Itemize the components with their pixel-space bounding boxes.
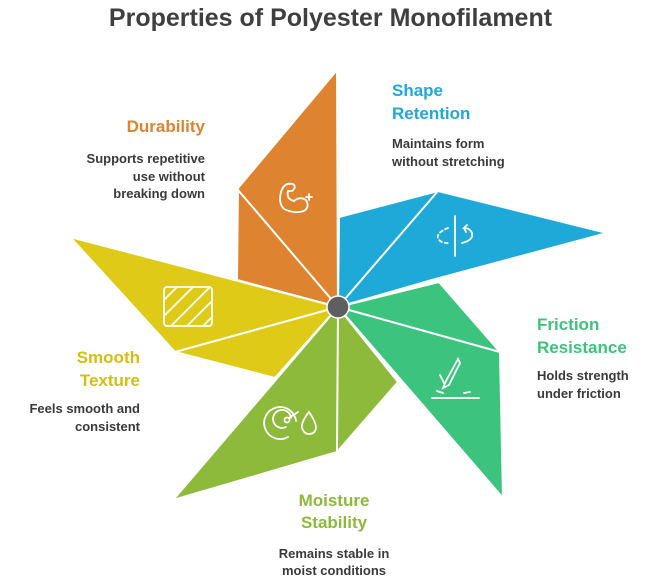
diagram-title: Properties of Polyester Monofilament (108, 4, 553, 32)
moisture-stability-label-2: Stability (300, 513, 368, 532)
smooth-texture-label-2: Texture (79, 371, 140, 390)
friction-resistance-label-1: Friction (537, 315, 600, 334)
shape-retention-desc-line-2: without stretching (392, 153, 505, 169)
moisture-stability-label-1: Moisture (298, 491, 370, 510)
moisture-stability-desc-line-2: moist conditions (282, 563, 386, 578)
durability-desc-line-3: breaking down (113, 186, 205, 201)
knife-cut-icon (431, 357, 480, 399)
durability-label: Durability (126, 117, 205, 136)
moisture-stability-desc-line-1: Remains stable in (278, 546, 390, 561)
friction-resistance-desc-line-2: under friction (537, 385, 621, 401)
blade-durability (236, 69, 339, 308)
smooth-texture-desc-line-1: Feels smooth and (29, 401, 140, 416)
smooth-texture-desc-line-2: consistent (74, 418, 140, 434)
hatched-square-icon (163, 286, 213, 327)
durability-desc-line-1: Supports repetitive (86, 151, 205, 166)
smooth-texture-label-1: Smooth (76, 348, 140, 367)
shape-retention-label-1: Shape (392, 81, 444, 100)
flexed-arm-icon (279, 182, 313, 214)
gauge-droplet-icon (263, 406, 317, 440)
center-hub (326, 295, 350, 319)
friction-resistance-desc-line-1: Holds strength (537, 368, 629, 383)
rotation-axis-icon (436, 215, 474, 257)
shape-retention-label-2: Retention (392, 104, 471, 123)
shape-retention-desc-line-1: Maintains form (392, 136, 485, 151)
durability-desc-line-2: use without (132, 168, 205, 184)
blade-shape-retention (337, 190, 608, 308)
friction-resistance-label-2: Resistance (537, 338, 627, 357)
